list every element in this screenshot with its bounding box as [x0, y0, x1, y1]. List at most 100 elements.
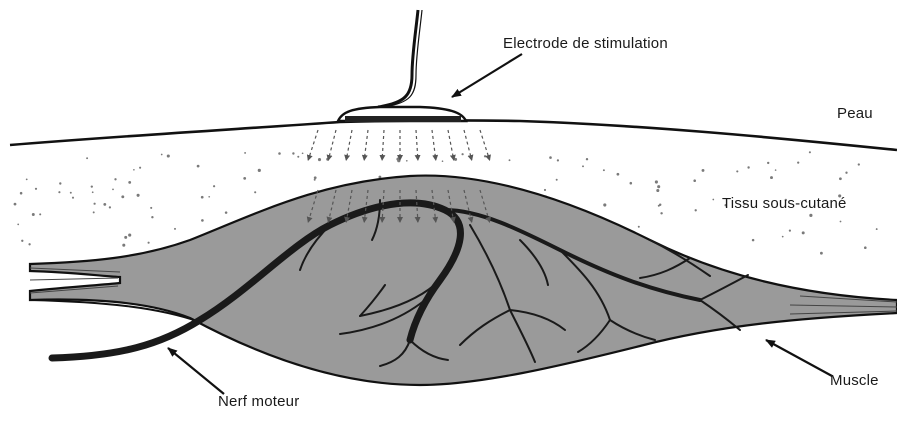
tissue-dot — [839, 177, 842, 180]
field-arrow — [346, 130, 352, 160]
tissue-dot — [660, 212, 662, 214]
tissue-dot — [148, 242, 150, 244]
tissue-dot — [314, 179, 316, 181]
tissue-dot — [638, 226, 640, 228]
skin-surface-line — [10, 120, 897, 150]
tissue-dot — [114, 178, 116, 180]
tissue-dot — [712, 199, 714, 201]
tissue-dot — [406, 160, 408, 162]
field-arrow — [448, 130, 454, 160]
tissue-dot — [58, 191, 60, 193]
electrode-label: Electrode de stimulation — [503, 35, 668, 52]
tissue-dot — [244, 152, 246, 154]
tissue-dot — [17, 224, 19, 226]
muscle-label-arrow — [766, 340, 832, 376]
tissue-dot — [161, 154, 163, 156]
tissue-dot — [137, 194, 140, 197]
tissue-dot — [557, 159, 559, 161]
tissue-dot — [94, 203, 96, 205]
tissue-dot — [656, 189, 659, 192]
stimulation-electrode — [338, 10, 466, 122]
muscle-label: Muscle — [830, 372, 879, 389]
tissue-dot — [603, 203, 606, 206]
tissue-dot — [747, 166, 749, 168]
tissue-dot — [789, 230, 791, 232]
tissue-dot — [442, 160, 444, 162]
tissue-dot — [549, 156, 552, 159]
tissue-dot — [128, 234, 131, 237]
tissue-dot — [124, 236, 127, 239]
tissue-dot — [809, 214, 812, 217]
tissue-dot — [278, 152, 281, 155]
tissue-dot — [630, 182, 633, 185]
field-arrow — [464, 130, 472, 160]
tissue-dot — [91, 185, 93, 187]
tissue-dot — [93, 211, 95, 213]
tissue-dot — [109, 206, 111, 208]
field-arrow — [432, 130, 436, 160]
electrode-contact — [345, 116, 461, 122]
tissue-dot — [39, 213, 41, 215]
tissue-dot — [767, 162, 769, 164]
electrode-label-arrow — [452, 54, 522, 97]
tissue-dot — [122, 244, 125, 247]
tissue-dot — [544, 189, 546, 191]
tissue-dot — [702, 169, 705, 172]
tissue-dot — [657, 185, 660, 188]
tissue-dot — [454, 158, 457, 161]
tissue-dot — [809, 151, 811, 153]
tissue-dot — [86, 157, 88, 159]
tissue-dot — [208, 196, 210, 198]
tissue-dot — [128, 181, 131, 184]
tissue-dot — [876, 228, 878, 230]
tissue-dot — [243, 177, 246, 180]
tissue-dot — [302, 152, 304, 154]
tissue-dot — [484, 155, 486, 157]
tissue-dot — [461, 153, 463, 155]
tissue-dot — [92, 191, 94, 193]
tissue-dot — [820, 252, 823, 255]
tissue-dot — [121, 195, 124, 198]
field-arrow — [308, 130, 318, 160]
tissue-dot — [397, 159, 400, 162]
field-arrow — [364, 130, 368, 160]
tissue-dot — [201, 219, 204, 222]
tissue-dot — [103, 203, 106, 206]
tissue-dot — [174, 228, 176, 230]
subcutaneous-label: Tissu sous-cutané — [722, 195, 847, 212]
tissue-dot — [582, 165, 584, 167]
tissue-dot — [133, 169, 135, 171]
tissue-dot — [26, 179, 28, 181]
tissue-dot — [59, 182, 61, 184]
tissue-dot — [314, 176, 317, 179]
tissue-dot — [770, 176, 773, 179]
tissue-dot — [20, 192, 23, 195]
tissue-dot — [752, 239, 755, 242]
tissue-dot — [201, 196, 204, 199]
field-arrow — [382, 130, 384, 160]
tissue-dot — [655, 180, 658, 183]
tissue-dot — [213, 185, 215, 187]
tissue-dot — [70, 192, 72, 194]
tissue-dot — [112, 189, 114, 191]
tissue-dot — [28, 243, 30, 245]
tissue-dot — [72, 197, 74, 199]
tissue-dot — [693, 179, 696, 182]
tissue-dot — [254, 191, 256, 193]
tissue-dot — [802, 231, 805, 234]
tissue-dot — [297, 156, 299, 158]
tissue-dot — [225, 211, 228, 214]
tissue-dot — [797, 161, 799, 163]
tissue-dot — [292, 152, 294, 154]
tissue-dot — [695, 209, 697, 211]
tissue-dot — [736, 170, 738, 172]
tissue-dot — [21, 240, 23, 242]
tissue-dot — [845, 172, 847, 174]
tissue-dot — [14, 203, 17, 206]
tissue-dot — [603, 169, 605, 171]
tissue-dot — [586, 158, 588, 160]
tissue-dot — [840, 221, 842, 223]
tissue-dot — [858, 163, 860, 165]
tissue-dot — [318, 158, 321, 161]
tissue-dot — [139, 167, 141, 169]
